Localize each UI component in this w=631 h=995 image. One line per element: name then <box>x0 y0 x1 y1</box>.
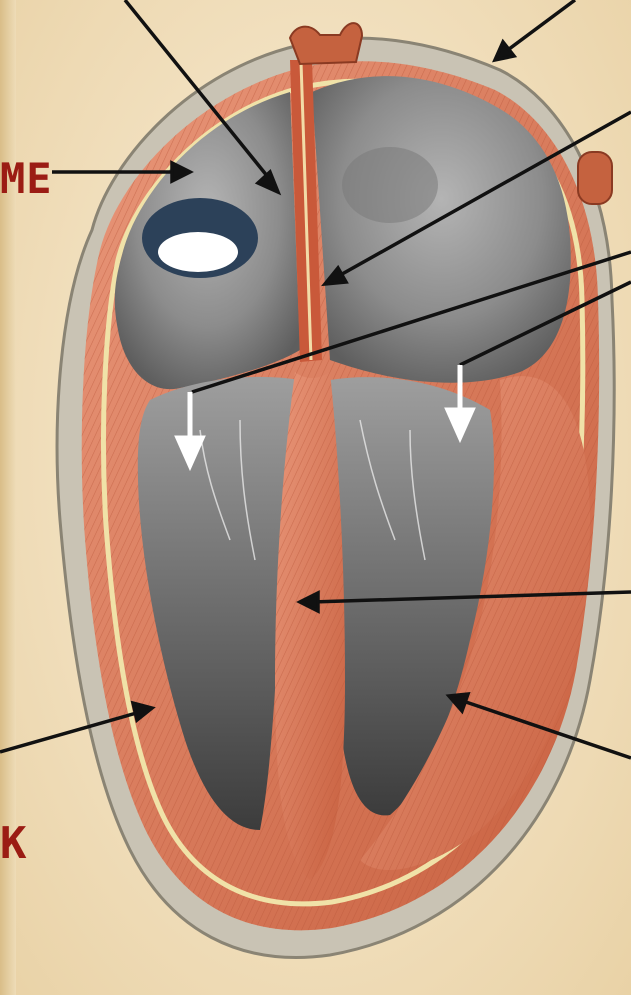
label-lower-left: K <box>0 822 28 866</box>
vessel-stub-top <box>290 23 362 64</box>
vessel-stub-right <box>578 152 612 204</box>
leader-arrow-3-icon <box>495 42 514 60</box>
label-upper-left: ME <box>0 158 53 200</box>
opening-hole <box>158 232 238 272</box>
